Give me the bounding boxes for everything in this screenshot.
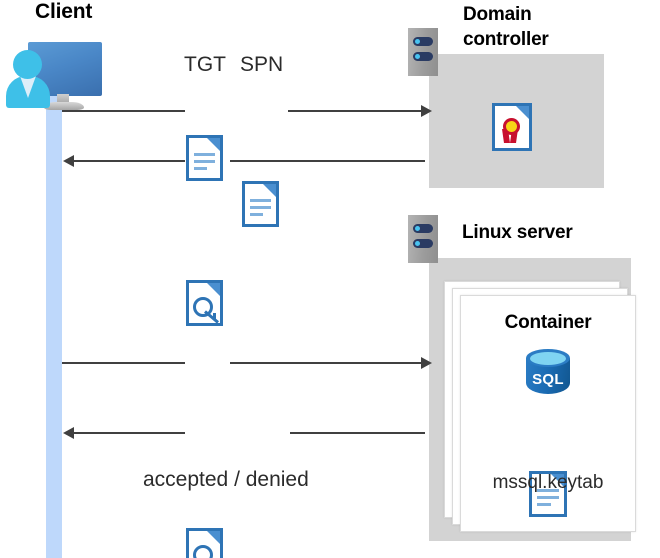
message-result-line-right	[290, 432, 425, 434]
user-head-icon	[13, 50, 42, 79]
client-lifeline	[46, 62, 62, 558]
present-ticket-key-document-icon	[186, 528, 223, 558]
tgt-document-icon	[186, 135, 223, 181]
sql-database-icon: SQL	[526, 349, 570, 401]
message-present-arrowhead	[421, 357, 432, 369]
keytab-label: mssql.keytab	[492, 472, 604, 493]
message-result-arrowhead	[63, 427, 74, 439]
domain-controller-title: Domain controller	[463, 2, 549, 52]
message-request-arrowhead	[421, 105, 432, 117]
client-title: Client	[35, 0, 93, 23]
spn-document-icon	[242, 181, 279, 227]
monitor-base-icon	[44, 102, 84, 110]
message-present-line-left	[62, 362, 185, 364]
message-ticket-line-left	[74, 160, 185, 162]
container-title: Container	[504, 312, 592, 333]
domain-controller-title-line1: Domain	[463, 4, 532, 25]
linux-server-rack-icon	[408, 215, 438, 263]
container-card-front: Container SQL mssql.keytab	[460, 295, 636, 532]
message-present-line-right	[230, 362, 422, 364]
message-ticket-line-right	[230, 160, 425, 162]
sql-icon-label: SQL	[532, 371, 564, 388]
keytab-document-icon	[529, 471, 567, 517]
message-result-line-left	[74, 432, 185, 434]
certificate-icon	[492, 103, 532, 151]
spn-label: SPN	[240, 53, 284, 76]
linux-server-title: Linux server	[462, 222, 573, 243]
domain-controller-title-line2: controller	[463, 29, 549, 50]
message-request-line-right	[288, 110, 422, 112]
domain-controller-server-rack-icon	[408, 28, 438, 76]
message-request-line-left	[62, 110, 185, 112]
message-ticket-arrowhead	[63, 155, 74, 167]
tgt-label: TGT	[184, 53, 226, 76]
service-ticket-key-document-icon	[186, 280, 223, 326]
client-icon-group	[0, 14, 110, 114]
user-collar-icon	[20, 76, 36, 98]
accepted-denied-label: accepted / denied	[143, 468, 309, 491]
